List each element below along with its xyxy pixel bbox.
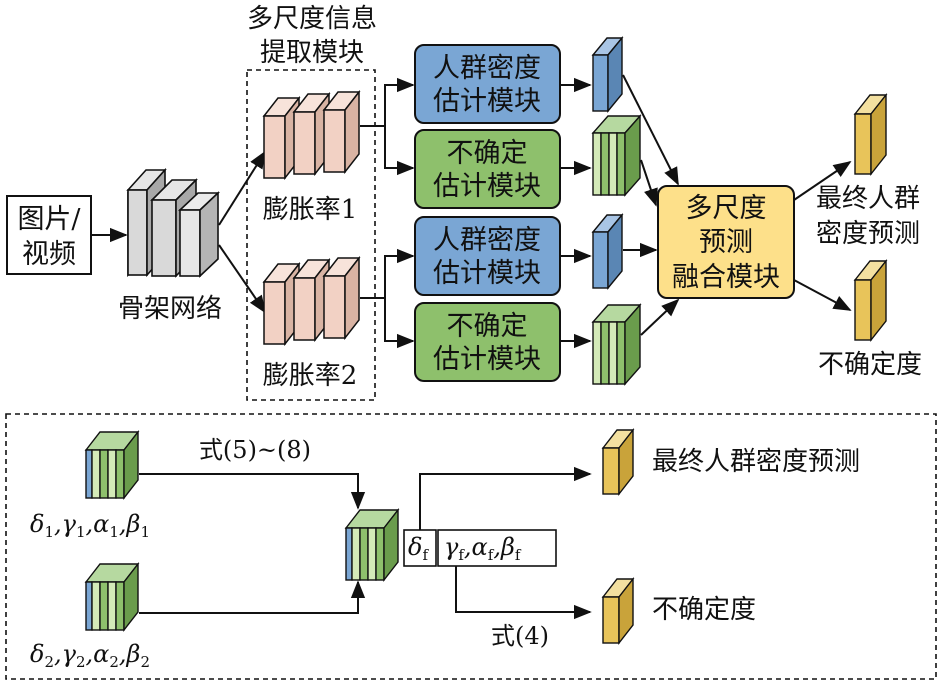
fusion-line2: 预测	[699, 227, 753, 258]
density-module-2: 人群密度 估计模块	[414, 216, 561, 296]
dilation-1-features	[262, 89, 361, 181]
density-module-1-line2: 估计模块	[433, 86, 541, 117]
backbone-label: 骨架网络	[118, 294, 222, 324]
delta-f-box: δf	[403, 529, 437, 567]
detail-output-density-map	[601, 427, 635, 497]
density-module-2-line2: 估计模块	[433, 258, 541, 289]
backbone-network	[126, 167, 221, 278]
detail-uncertainty-label: 不确定度	[652, 595, 756, 625]
detail-fused-map	[344, 507, 400, 583]
uncertainty-module-2: 不确定 估计模块	[414, 302, 561, 382]
output-uncertainty-map	[853, 258, 888, 343]
gamma-alpha-beta-label: γf,αf,βf	[444, 533, 522, 564]
detail-panel-border	[5, 413, 937, 680]
multiscale-title-line1: 多尺度信息	[247, 4, 377, 34]
fusion-module: 多尺度 预测 融合模块	[657, 185, 795, 299]
uncertainty-map-2	[591, 303, 642, 386]
density-map-1	[591, 36, 624, 113]
detail-params-2: δ2,γ2,α2,β2	[30, 640, 150, 671]
density-module-1: 人群密度 估计模块	[414, 44, 561, 124]
fusion-line1: 多尺度	[686, 193, 767, 224]
input-box: 图片/ 视频	[6, 195, 92, 275]
backbone-plate-3	[177, 191, 221, 278]
uncertainty-module-2-line1: 不确定	[447, 311, 528, 342]
density-module-1-line1: 人群密度	[433, 53, 541, 84]
multiscale-title-line2: 提取模块	[260, 38, 364, 68]
detail-map-1	[84, 429, 140, 501]
density-map-2	[591, 213, 624, 290]
gamma-alpha-beta-box: γf,αf,βf	[437, 529, 557, 567]
uncertainty-module-1-line2: 估计模块	[433, 171, 541, 202]
dilation-2-label: 膨胀率2	[263, 361, 358, 391]
density-module-2-line1: 人群密度	[433, 225, 541, 256]
detail-map-2	[84, 561, 140, 633]
detail-output-uncertainty-map	[601, 576, 635, 646]
dilation-1-label: 膨胀率1	[263, 195, 358, 225]
detail-eq-4: 式(4)	[491, 622, 549, 650]
detail-params-1: δ1,γ1,α1,β1	[30, 510, 150, 541]
uncertainty-module-1: 不确定 估计模块	[414, 129, 561, 209]
detail-eq-5-8: 式(5)~(8)	[199, 436, 311, 464]
input-label-line1: 图片/	[17, 204, 81, 235]
output-density-line2: 密度预测	[816, 219, 920, 249]
output-density-map	[853, 92, 888, 177]
uncertainty-module-1-line1: 不确定	[447, 138, 528, 169]
multiscale-module-border	[246, 69, 376, 401]
dilation-2-features	[262, 255, 361, 347]
fusion-line3: 融合模块	[672, 262, 780, 293]
output-uncertainty-label: 不确定度	[818, 350, 922, 380]
input-label-line2: 视频	[22, 239, 76, 270]
output-density-line1: 最终人群	[816, 184, 920, 214]
detail-final-density-label: 最终人群密度预测	[652, 447, 860, 477]
uncertainty-module-2-line2: 估计模块	[433, 344, 541, 375]
uncertainty-map-1	[591, 114, 642, 197]
